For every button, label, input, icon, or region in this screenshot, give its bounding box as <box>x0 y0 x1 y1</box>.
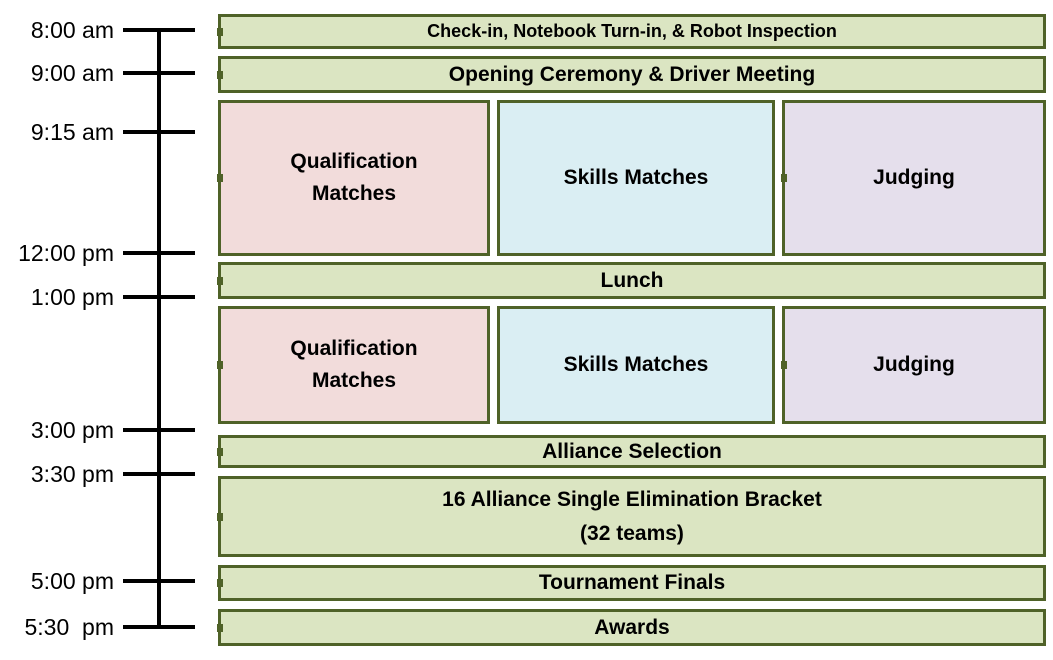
connector-notch <box>217 70 223 79</box>
connector-notch <box>781 174 787 182</box>
event-label: Check-in, Notebook Turn-in, & Robot Insp… <box>427 21 837 41</box>
event-box-qualification-matches-am: Qualification Matches <box>217 100 490 256</box>
time-tick-5pm <box>123 579 195 583</box>
event-box-judging-pm: Judging <box>781 306 1046 424</box>
connector-notch <box>217 174 223 182</box>
timeline-axis-line <box>157 28 161 629</box>
event-box-qualification-matches-pm: Qualification Matches <box>217 306 490 424</box>
connector-notch <box>217 361 223 369</box>
time-label-12pm: 12:00 pm <box>18 240 114 266</box>
event-box-judging-am: Judging <box>781 100 1046 256</box>
event-label: Qualification Matches <box>290 150 418 205</box>
event-bar-elimination-bracket: 16 Alliance Single Elimination Bracket (… <box>217 476 1046 557</box>
connector-notch <box>217 579 223 587</box>
event-label: Awards <box>594 615 670 639</box>
connector-notch <box>781 361 787 369</box>
time-tick-1pm <box>123 295 195 299</box>
event-bar-tournament-finals: Tournament Finals <box>217 565 1046 601</box>
event-label: Skills Matches <box>563 166 709 189</box>
event-bar-lunch: Lunch <box>217 262 1046 299</box>
event-bar-alliance-selection: Alliance Selection <box>217 435 1046 468</box>
event-label: Opening Ceremony & Driver Meeting <box>448 62 816 86</box>
time-tick-8am <box>123 28 195 32</box>
time-label-330pm: 3:30 pm <box>30 461 114 487</box>
event-label-line2: (32 teams) <box>580 521 684 545</box>
connector-notch <box>217 276 223 285</box>
event-label: Lunch <box>600 268 664 292</box>
time-tick-530pm <box>123 625 195 629</box>
connector-notch <box>217 447 223 456</box>
event-label: Judging <box>873 166 955 189</box>
event-label-line1: 16 Alliance Single Elimination Bracket <box>442 487 822 511</box>
event-bar-checkin: Check-in, Notebook Turn-in, & Robot Insp… <box>217 14 1046 49</box>
time-tick-9am <box>123 71 195 75</box>
connector-notch <box>217 512 223 521</box>
time-tick-3pm <box>123 428 195 432</box>
event-bar-opening-ceremony: Opening Ceremony & Driver Meeting <box>217 56 1046 93</box>
event-box-skills-matches-pm: Skills Matches <box>497 306 775 424</box>
time-tick-12pm <box>123 251 195 255</box>
time-label-1pm: 1:00 pm <box>30 284 114 310</box>
event-label: Qualification Matches <box>290 337 418 392</box>
event-label: Tournament Finals <box>538 571 726 594</box>
event-label: Judging <box>873 353 955 376</box>
time-label-8am: 8:00 am <box>30 17 114 43</box>
connector-notch <box>217 27 223 36</box>
time-label-530pm: 5:30 pm <box>24 614 115 640</box>
time-label-3pm: 3:00 pm <box>30 417 114 443</box>
event-bar-awards: Awards <box>217 609 1046 646</box>
event-box-skills-matches-am: Skills Matches <box>497 100 775 256</box>
event-label: Skills Matches <box>563 353 709 376</box>
time-tick-915am <box>123 130 195 134</box>
time-label-9am: 9:00 am <box>30 60 114 86</box>
connector-notch <box>217 623 223 632</box>
time-label-5pm: 5:00 pm <box>30 568 114 594</box>
time-tick-330pm <box>123 472 195 476</box>
time-label-915am: 9:15 am <box>30 119 114 145</box>
event-label: Alliance Selection <box>542 439 722 463</box>
